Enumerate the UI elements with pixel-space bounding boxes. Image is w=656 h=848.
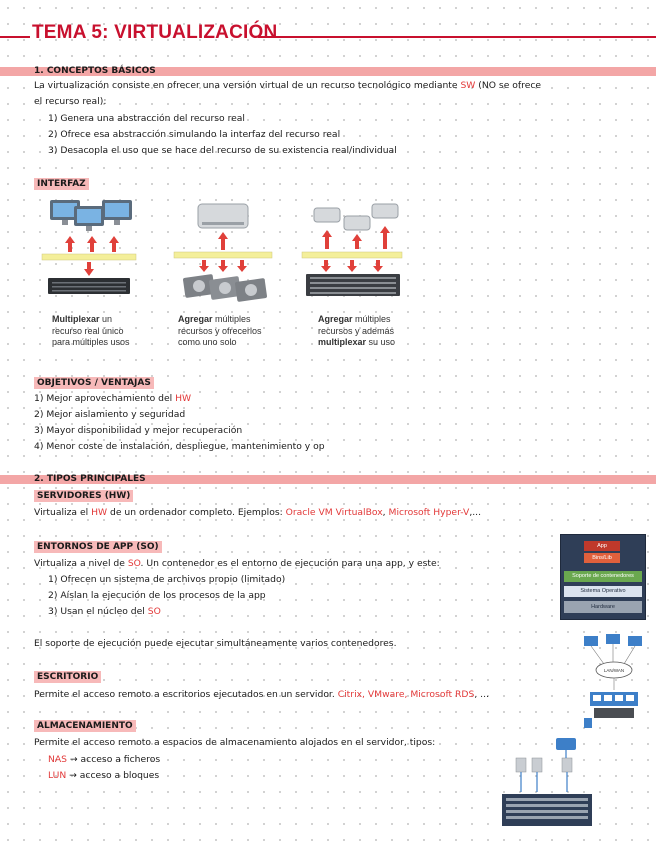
- title-row: TEMA 5: VIRTUALIZACIÓN: [0, 22, 656, 52]
- escritorio-text: Permite el acceso remoto a escritorios e…: [34, 689, 489, 700]
- almacenamiento-text: Permite el acceso remoto a espacios de a…: [34, 737, 436, 748]
- section-heading-2: 2. TIPOS PRINCIPALES: [34, 474, 146, 484]
- container-stack-diagram: App Bins/Lib Soporte de contenedores Sis…: [560, 534, 646, 620]
- title-rule-left: [0, 36, 30, 38]
- escritorio-label: ESCRITORIO: [34, 671, 102, 683]
- interfaz-label: INTERFAZ: [34, 178, 89, 190]
- entornos-item-1: 1) Ofrecen un sistema de archivos propio…: [48, 574, 286, 585]
- concept-item-3: 3) Desacopla el uso que se hace del recu…: [48, 145, 397, 156]
- concept-item-1: 1) Genera una abstracción del recurso re…: [48, 113, 245, 124]
- intro-line-1: La virtualización consiste en ofrecer un…: [34, 80, 542, 91]
- section-heading-1: 1. CONCEPTOS BÁSICOS: [34, 66, 156, 76]
- stack-soporte: Soporte de contenedores: [564, 571, 642, 582]
- server-icon: [594, 708, 634, 718]
- entornos-item-2: 2) Aíslan la ejecución de los procesos d…: [48, 590, 266, 601]
- monitor-icon: [102, 200, 132, 225]
- caption-multiplex: Multiplexar un recurso real único para m…: [52, 314, 130, 347]
- almacenamiento-lun: LUN → acceso a bloques: [48, 770, 160, 781]
- intro-line-2: el recurso real):: [34, 96, 107, 107]
- caption-aggregate: Agregar múltiples recursos y ofrecerlos …: [178, 314, 262, 347]
- title-rule-right: [258, 36, 656, 38]
- objetivo-item-1: 1) Mejor aprovechamiento del HW: [34, 393, 192, 404]
- disk-array-icon: [306, 274, 400, 296]
- aggregate-diagram: [173, 203, 273, 302]
- page-title: TEMA 5: VIRTUALIZACIÓN: [32, 22, 278, 43]
- storage-diagram: [502, 738, 592, 826]
- server-icon: [556, 738, 576, 750]
- soporte-text: El soporte de ejecución puede ejecutar s…: [34, 638, 397, 649]
- section-band-2: [0, 475, 656, 484]
- storage-icon: [515, 757, 573, 773]
- monitor-icon: [50, 200, 80, 225]
- entornos-label: ENTORNOS DE APP (SO): [34, 541, 162, 553]
- stack-app: App: [584, 541, 620, 551]
- almacenamiento-nas: NAS → acceso a ficheros: [48, 754, 161, 765]
- entornos-item-3: 3) Usan el núcleo del SO: [48, 606, 161, 617]
- disk-icon: [183, 274, 267, 302]
- stack-bins: Bins/Lib: [584, 553, 620, 563]
- objetivos-label: OBJETIVOS / VENTAJAS: [34, 377, 154, 389]
- almacenamiento-label: ALMACENAMIENTO: [34, 720, 136, 732]
- lan-wan-label: LAN/WAN: [604, 668, 624, 673]
- entornos-text: Virtualiza a nivel de SO. Un contenedor …: [34, 558, 440, 569]
- storage-icon: [197, 203, 249, 229]
- servidores-label: SERVIDORES (HW): [34, 490, 134, 502]
- storage-icon: [313, 203, 399, 231]
- servidores-text: Virtualiza el HW de un ordenador complet…: [34, 507, 482, 518]
- multiplex-diagram: [41, 200, 137, 294]
- caption-aggregate-multiplex: Agregar múltiples recursos y además mult…: [318, 314, 396, 347]
- objetivo-item-3: 3) Mayor disponibilidad y mejor recupera…: [34, 425, 243, 436]
- remote-desktop-diagram: LAN/WAN: [584, 634, 642, 728]
- monitor-icon: [584, 634, 642, 646]
- monitor-icon: [74, 206, 104, 231]
- aggregate-multiplex-diagram: [301, 203, 403, 296]
- concept-item-2: 2) Ofrece esa abstracción simulando la i…: [48, 129, 341, 140]
- objetivo-item-4: 4) Menor coste de instalación, despliegu…: [34, 441, 325, 452]
- stack-hw: Hardware: [564, 601, 642, 613]
- objetivo-item-2: 2) Mejor aislamiento y seguridad: [34, 409, 186, 420]
- stack-so: Sistema Operativo: [564, 586, 642, 597]
- section-band-1: [0, 67, 656, 76]
